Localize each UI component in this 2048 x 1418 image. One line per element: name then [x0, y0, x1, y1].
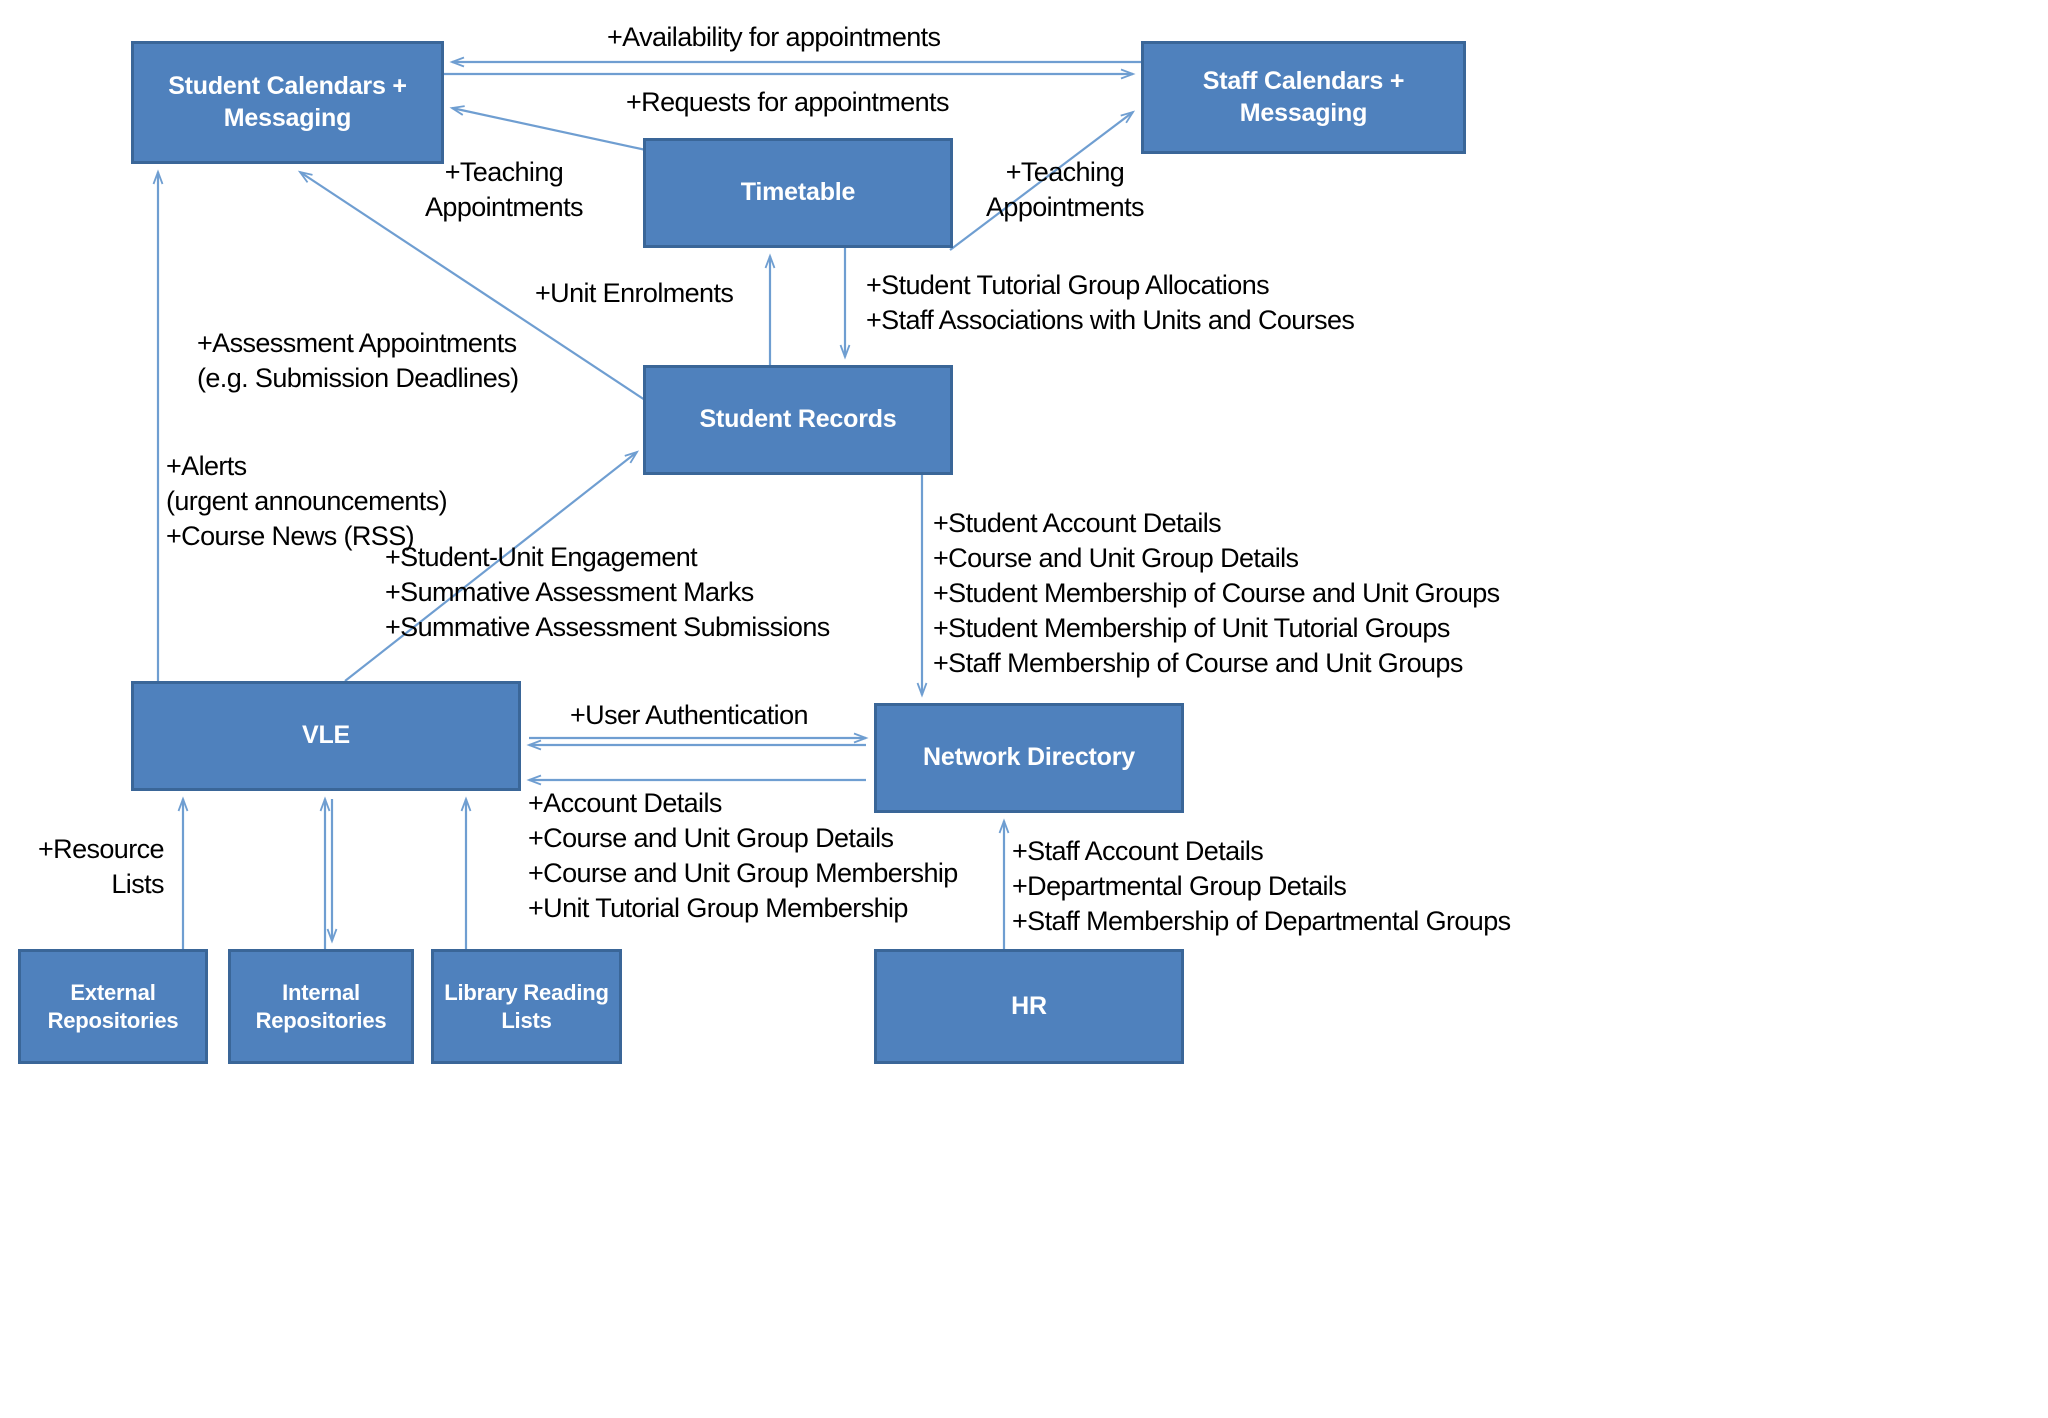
node-student-calendars[interactable]: Student Calendars + Messaging	[131, 41, 444, 164]
node-library-reading-lists[interactable]: Library Reading Lists	[431, 949, 622, 1064]
edge-label-staff-account-departmental-details: +Staff Account Details +Departmental Gro…	[1012, 836, 1511, 937]
edge-label-requests-for-appointments: +Requests for appointments	[626, 87, 949, 117]
edge-label-teaching-appointments-right: +Teaching Appointments	[986, 157, 1145, 223]
node-network-directory[interactable]: Network Directory	[874, 703, 1184, 813]
edge-label-alerts-course-news: +Alerts (urgent announcements) +Course N…	[166, 451, 448, 552]
node-hr-label: HR	[1011, 991, 1047, 1020]
node-vle-label: VLE	[301, 721, 351, 750]
edge-label-availability-for-appointments: +Availability for appointments	[607, 22, 941, 52]
edge-label-student-tutorial-staff-associations: +Student Tutorial Group Allocations +Sta…	[866, 270, 1355, 336]
node-internal-repositories-label: Internal Repositories	[255, 980, 387, 1033]
node-network-directory-label: Network Directory	[923, 743, 1135, 772]
edge-label-teaching-appointments-left: +Teaching Appointments	[425, 157, 584, 223]
node-student-calendars-label: Student Calendars + Messaging	[168, 72, 407, 132]
edge-label-student-account-membership-details: +Student Account Details +Course and Uni…	[933, 508, 1500, 679]
node-staff-calendars[interactable]: Staff Calendars + Messaging	[1141, 41, 1466, 154]
node-timetable-label: Timetable	[740, 178, 856, 207]
edge-label-user-authentication: +User Authentication	[570, 700, 809, 730]
wire-timetable-to-student-calendars	[449, 105, 647, 152]
edge-label-account-details-group-membership: +Account Details +Course and Unit Group …	[528, 788, 958, 924]
node-external-repositories-label: External Repositories	[47, 980, 179, 1033]
node-student-records-label: Student Records	[699, 405, 897, 434]
edge-label-unit-enrolments: +Unit Enrolments	[535, 278, 734, 308]
node-staff-calendars-label: Staff Calendars + Messaging	[1202, 67, 1405, 127]
edge-label-student-unit-engagement: +Student-Unit Engagement +Summative Asse…	[385, 542, 830, 643]
edge-label-resource-lists: +Resource Lists	[38, 834, 165, 900]
edge-label-assessment-appointments: +Assessment Appointments (e.g. Submissio…	[197, 328, 519, 394]
node-vle[interactable]: VLE	[131, 681, 521, 791]
node-timetable[interactable]: Timetable	[643, 138, 953, 248]
node-hr[interactable]: HR	[874, 949, 1184, 1064]
node-internal-repositories[interactable]: Internal Repositories	[228, 949, 414, 1064]
node-library-reading-lists-label: Library Reading Lists	[444, 980, 609, 1033]
node-student-records[interactable]: Student Records	[643, 365, 953, 475]
node-external-repositories[interactable]: External Repositories	[18, 949, 208, 1064]
